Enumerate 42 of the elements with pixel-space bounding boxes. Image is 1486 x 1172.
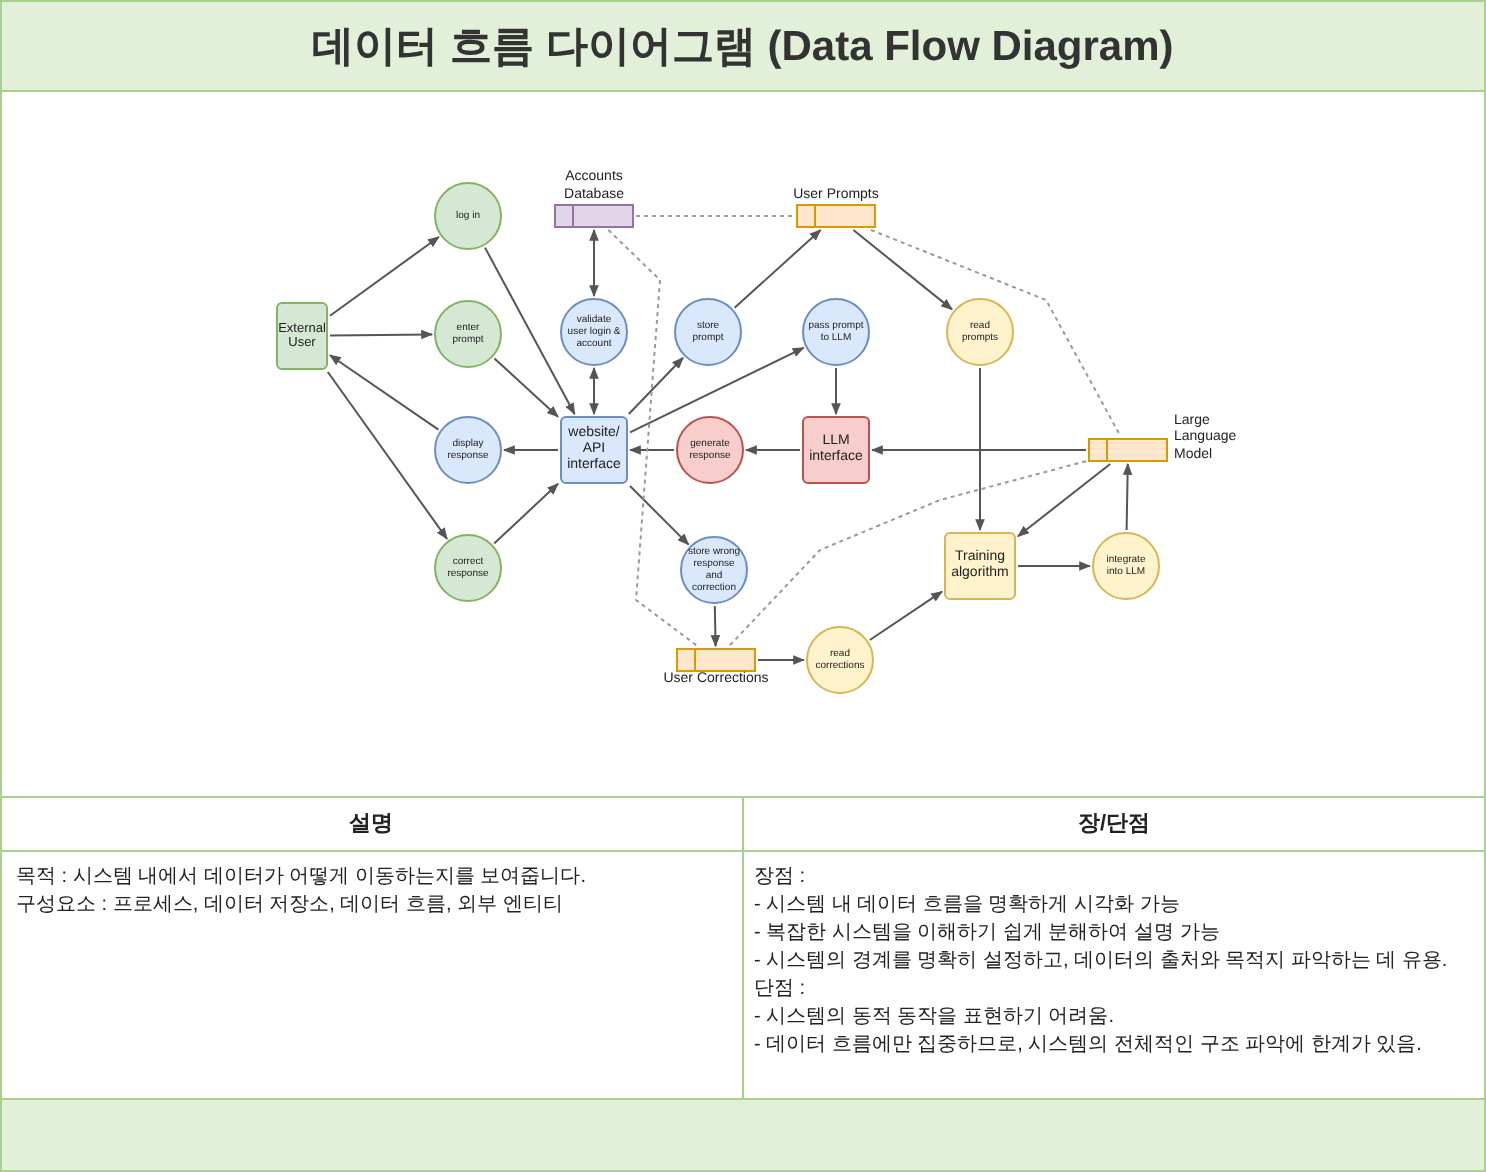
title-banner: 데이터 흐름 다이어그램 (Data Flow Diagram) — [0, 0, 1486, 92]
dashed-line — [635, 215, 795, 217]
arrow — [757, 655, 806, 665]
cell-text: - 데이터 흐름에만 집중하므로, 시스템의 전체적인 구조 파악에 한계가 있음. — [754, 1032, 1422, 1058]
arrow — [1017, 561, 1092, 571]
arrow — [744, 445, 801, 455]
arrow — [629, 485, 690, 546]
arrow — [329, 354, 440, 431]
arrow — [852, 229, 953, 311]
arrow — [329, 236, 440, 317]
arrow — [589, 366, 599, 416]
arrow — [831, 367, 841, 416]
arrow — [326, 371, 448, 540]
cell-text: - 시스템의 경계를 명확히 설정하고, 데이터의 출처와 목적지 파악하는 데 유용. — [754, 948, 1448, 974]
arrow — [868, 590, 943, 641]
cell-text: - 시스템 내 데이터 흐름을 명확하게 시각화 가능 — [754, 892, 1180, 918]
arrow — [502, 445, 559, 455]
cell-text: - 복잡한 시스템을 이해하기 쉽게 분해하여 설명 가능 — [754, 920, 1220, 946]
arrow — [329, 329, 434, 340]
arrow — [493, 357, 559, 418]
dashed-line — [728, 460, 1087, 647]
cell-text: 구성요소 : 프로세스, 데이터 저장소, 데이터 흐름, 외부 엔티티 — [16, 892, 563, 918]
arrow — [733, 229, 822, 309]
cell-text: - 시스템의 동적 동작을 표현하기 어려움. — [754, 1004, 1114, 1030]
arrow — [870, 445, 1087, 455]
dashed-line — [870, 229, 1122, 437]
arrow — [710, 605, 721, 648]
column-header: 장/단점 — [1075, 810, 1153, 840]
arrow — [1017, 463, 1112, 538]
arrow — [628, 445, 675, 455]
arrow — [1122, 462, 1133, 531]
cell-text: 장점 : — [754, 864, 806, 890]
arrow — [589, 228, 599, 298]
arrow — [484, 246, 576, 416]
arrow — [975, 367, 985, 532]
column-header: 설명 — [347, 810, 395, 840]
dashed-line — [607, 229, 699, 647]
cell-text: 목적 : 시스템 내에서 데이터가 어떻게 이동하는지를 보여줍니다. — [16, 864, 587, 890]
arrow — [493, 482, 559, 545]
arrow — [629, 346, 805, 434]
cell-text: 단점 : — [754, 976, 806, 1002]
arrow — [627, 356, 684, 415]
